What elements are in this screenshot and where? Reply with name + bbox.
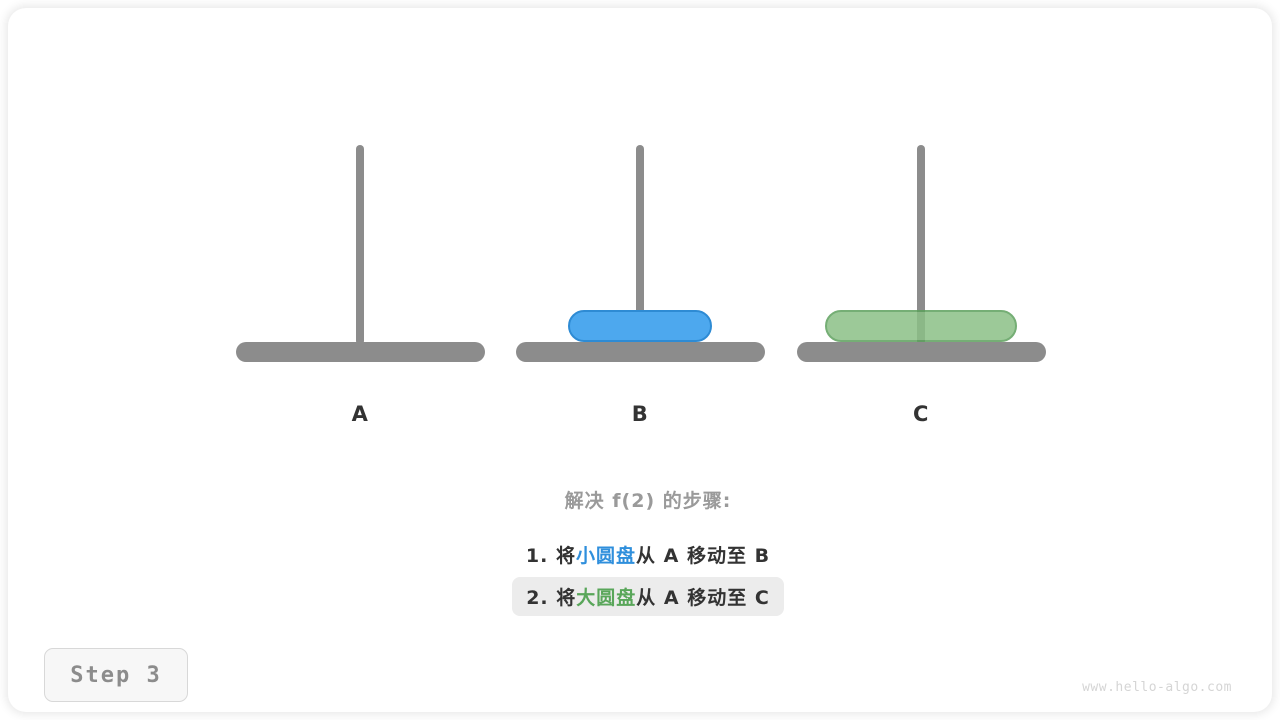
disc-small-on-b [568, 310, 712, 342]
step-move-word: 移动至 [679, 545, 755, 567]
pillar-base-c [797, 342, 1046, 362]
pillar-rod-c [917, 145, 925, 345]
step-disc-label: 大圆盘 [576, 587, 637, 609]
disc-large-on-c [825, 310, 1017, 342]
step-verb: 将 [556, 587, 577, 609]
step-from-word: 从 [636, 545, 664, 567]
step-badge: Step 3 [44, 648, 188, 702]
step-from-peg: A [663, 587, 680, 609]
step-disc-label: 小圆盘 [576, 545, 637, 567]
step-from-peg: A [663, 545, 680, 567]
pillar-label-b: B [631, 402, 649, 426]
watermark: www.hello-algo.com [1082, 680, 1232, 695]
step-from-word: 从 [636, 587, 664, 609]
step-row: 2. 将大圆盘从 A 移动至 C [512, 577, 784, 616]
step-move-word: 移动至 [679, 587, 755, 609]
pillar-base-b [516, 342, 765, 362]
pillar-base-a [236, 342, 485, 362]
pillar-label-c: C [913, 402, 929, 426]
step-row: 1. 将小圆盘从 A 移动至 B [512, 535, 784, 574]
step-to-peg: B [754, 545, 771, 567]
pillar-rod-b [636, 145, 644, 345]
pillar-rod-a [356, 145, 364, 345]
step-verb: 将 [555, 545, 576, 567]
step-index: 1. [525, 545, 556, 567]
steps-title: 解决 f(2) 的步骤: [564, 490, 732, 512]
step-to-peg: C [754, 587, 770, 609]
step-index: 2. [526, 587, 557, 609]
pillar-label-a: A [351, 402, 369, 426]
